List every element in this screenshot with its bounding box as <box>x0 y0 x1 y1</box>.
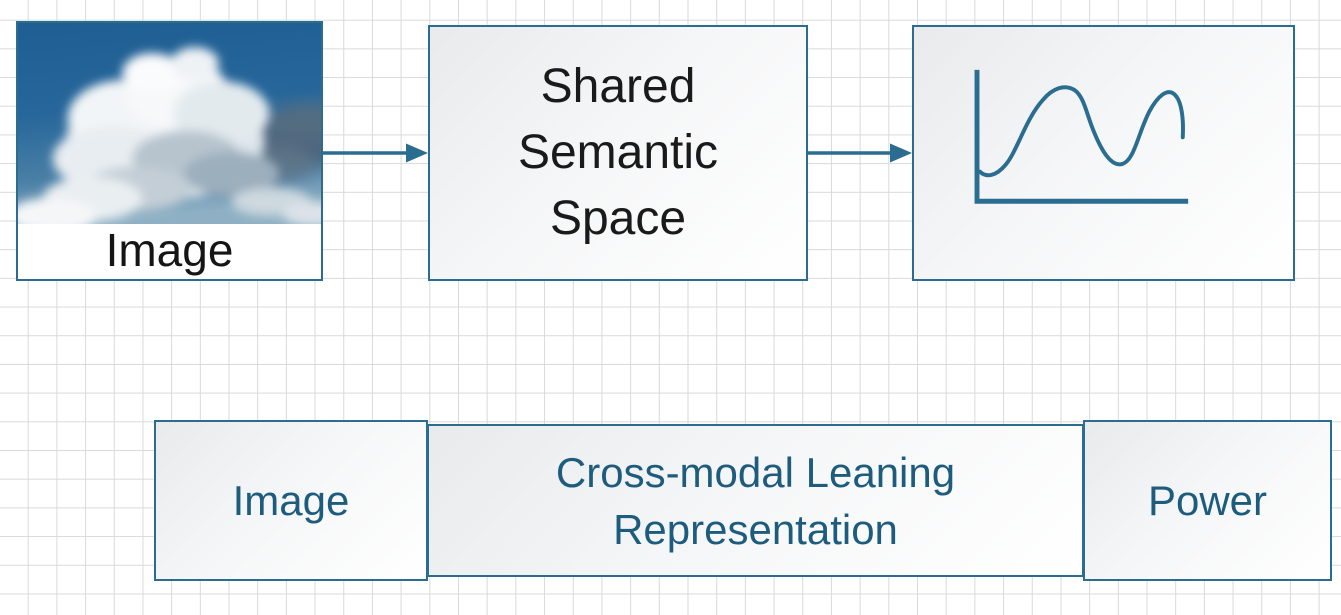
shared-semantic-space-line: Shared <box>540 60 696 113</box>
cloud-photo-illustration <box>18 23 321 224</box>
line-chart-icon <box>974 69 1189 204</box>
shared-semantic-space-line: Space <box>549 192 687 245</box>
shared-semantic-space-line: Semantic <box>517 126 719 179</box>
image-node-bottom-label: Image <box>232 476 350 524</box>
shared-semantic-space-node: Shared Semantic Space <box>428 25 808 281</box>
image-node-bottom: Image <box>154 420 428 581</box>
power-node: Power <box>1083 420 1332 581</box>
image-node-top-label: Image <box>18 224 321 279</box>
signal-chart-node <box>912 25 1295 281</box>
cross-modal-representation-node: Cross-modal Leaning Representation <box>427 424 1084 577</box>
arrow-right-icon <box>322 143 428 163</box>
power-node-label: Power <box>1147 476 1268 524</box>
arrow-right-icon <box>807 143 912 163</box>
cross-modal-line: Representation <box>613 505 898 553</box>
cloud-photo <box>18 23 321 224</box>
image-node-top: Image <box>16 21 323 281</box>
cross-modal-line: Cross-modal Leaning <box>555 448 956 496</box>
